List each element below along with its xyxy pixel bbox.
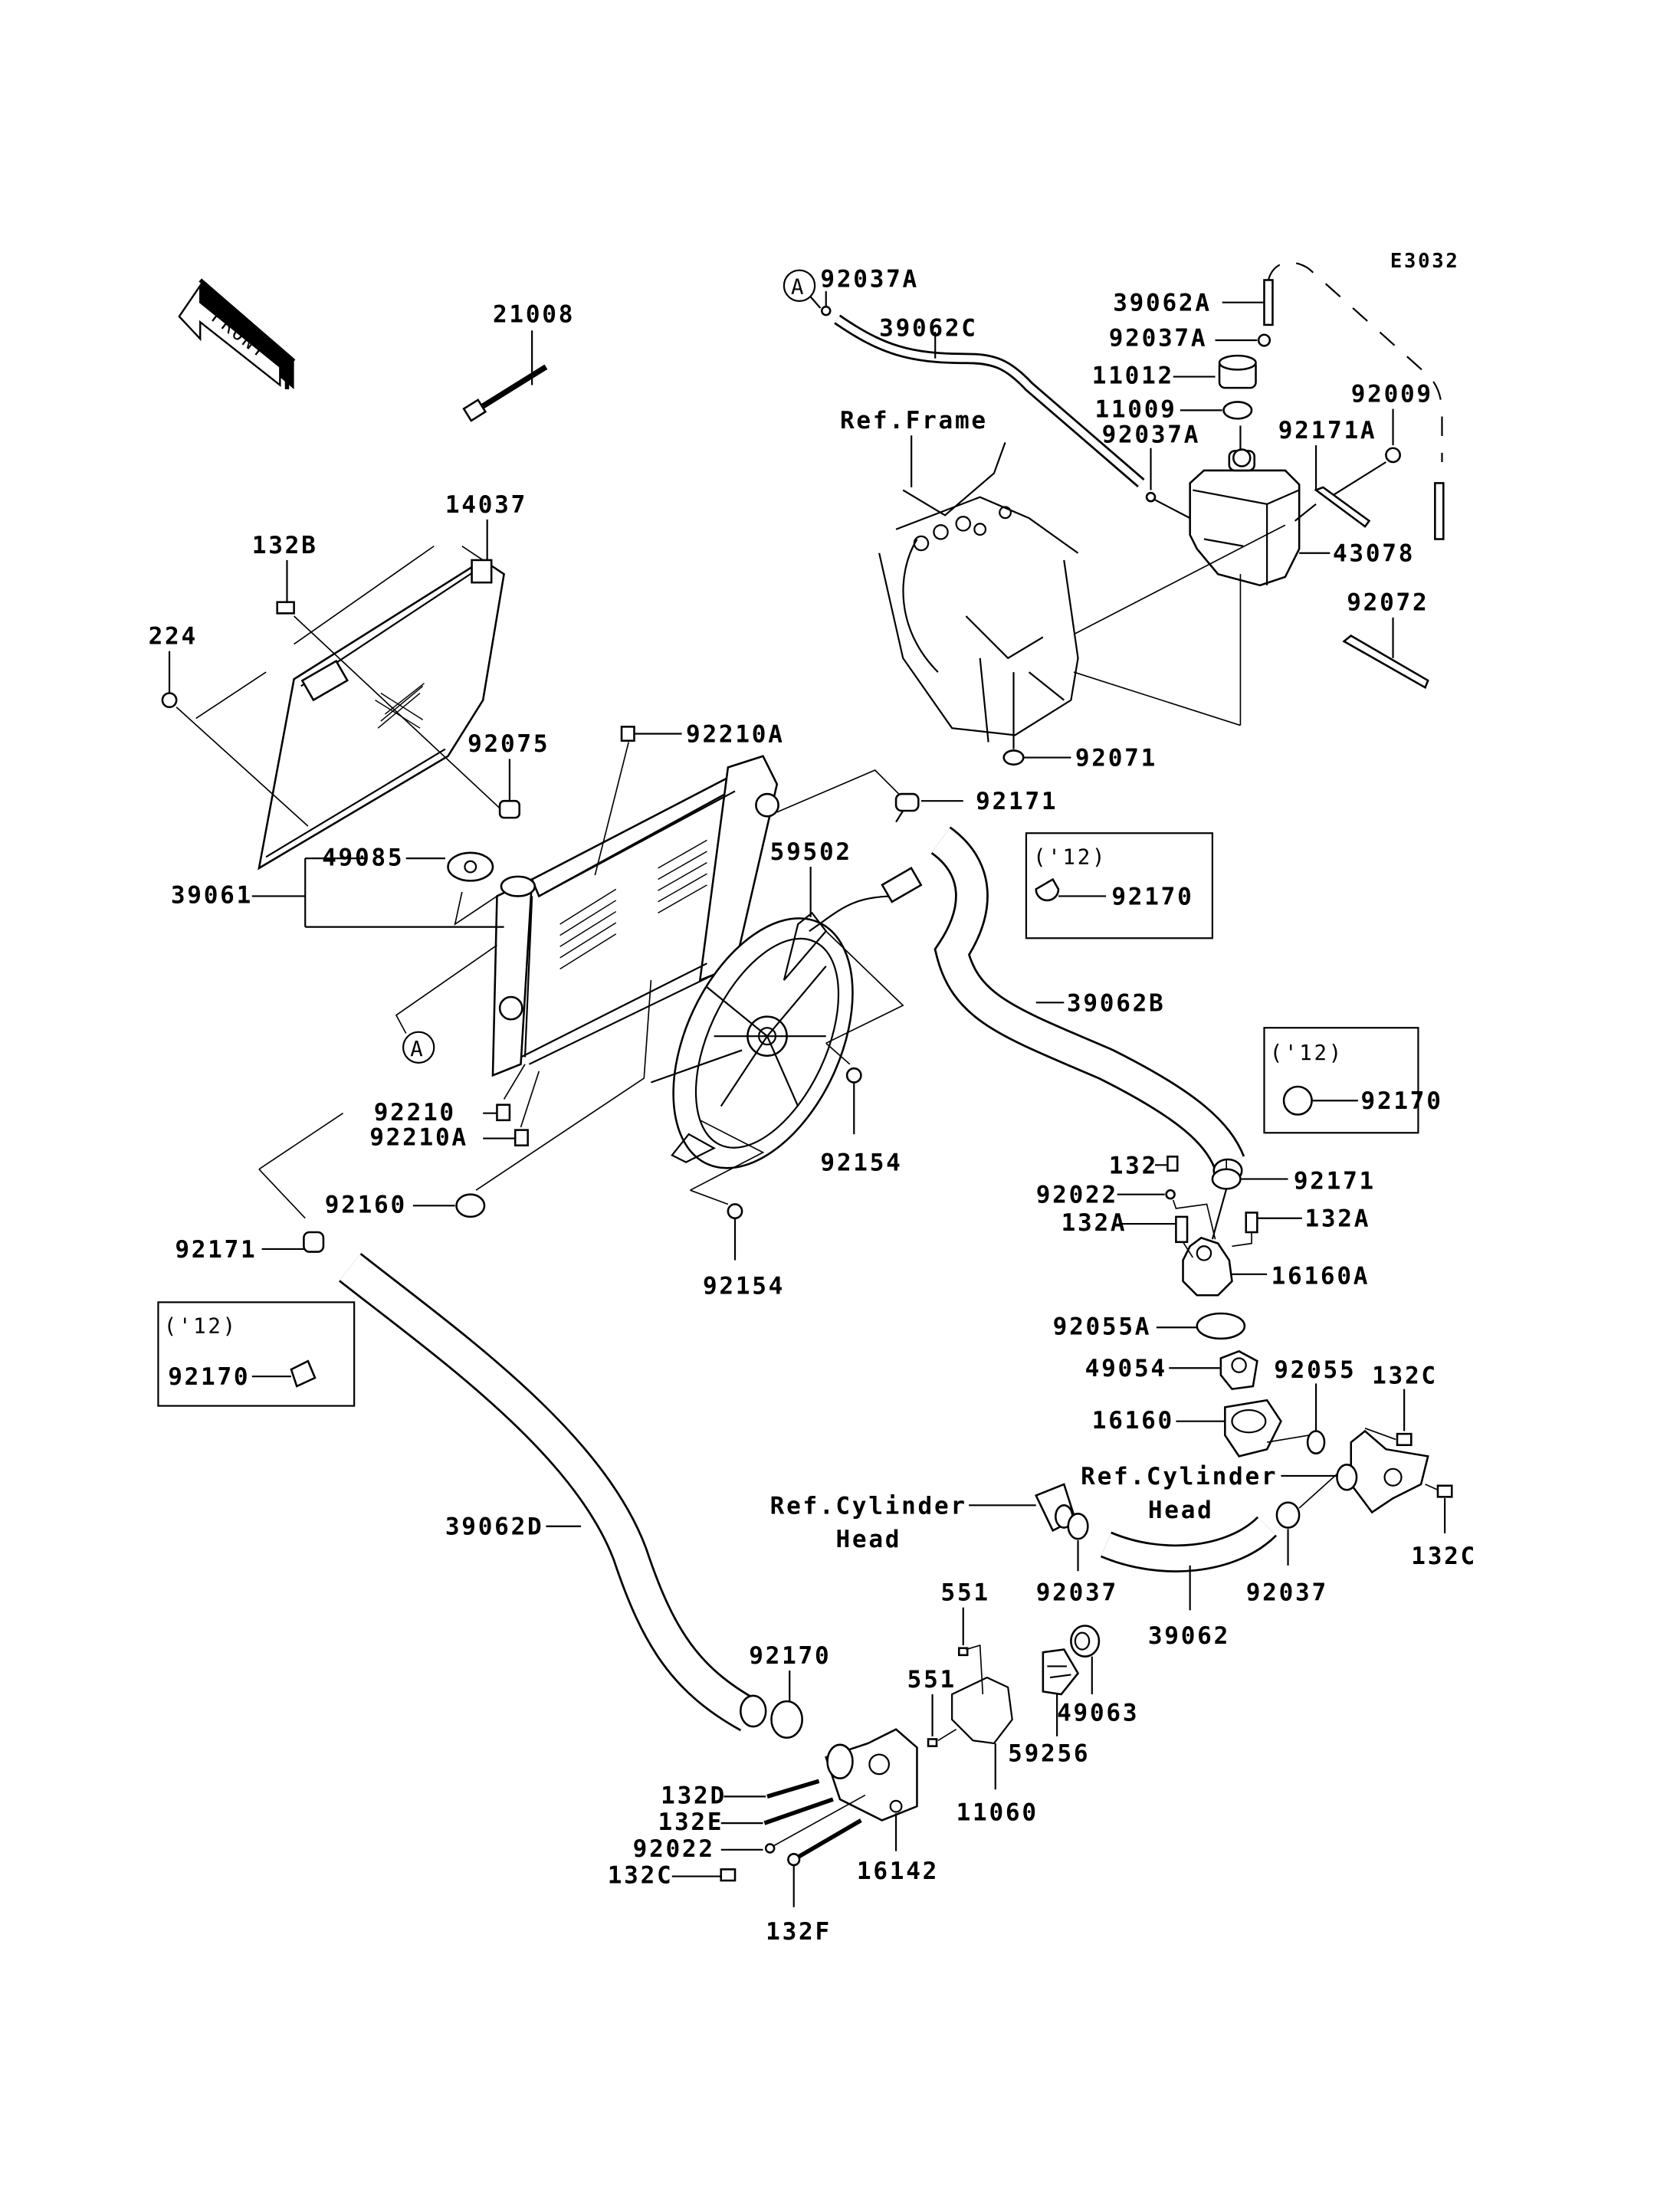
label-92171-a: 92171 bbox=[976, 788, 1058, 815]
label-11009: 11009 bbox=[1094, 396, 1176, 424]
label-49054: 49054 bbox=[1085, 1355, 1167, 1382]
label-132B: 132B bbox=[252, 532, 318, 559]
label-92170-lower: 92170 bbox=[749, 1642, 831, 1670]
ref-marker-a-radiator-label: A bbox=[410, 1038, 425, 1061]
ref-marker-a-top bbox=[783, 269, 816, 302]
label-92210A-bottom: 92210A bbox=[369, 1124, 468, 1152]
label-92022-lower: 92022 bbox=[633, 1835, 715, 1863]
diagram-code: E3032 bbox=[1390, 250, 1460, 273]
year-box-3-label: ('12) bbox=[164, 1315, 238, 1339]
label-92160: 92160 bbox=[325, 1191, 407, 1218]
label-92037-right: 92037 bbox=[1246, 1579, 1328, 1607]
label-39062C: 39062C bbox=[879, 315, 978, 343]
label-92210: 92210 bbox=[374, 1099, 456, 1126]
part-16142-pump-body bbox=[825, 1728, 918, 1822]
label-132C-lower: 132C bbox=[608, 1862, 674, 1890]
label-16160A: 16160A bbox=[1271, 1263, 1370, 1290]
label-21008: 21008 bbox=[493, 300, 575, 328]
ref-cyl-right-line2: Head bbox=[1148, 1497, 1214, 1524]
label-92170-box1: 92170 bbox=[1111, 883, 1193, 910]
part-59256-impeller bbox=[1042, 1648, 1080, 1696]
label-92037A-c: 92037A bbox=[1109, 324, 1208, 352]
ref-marker-a-radiator bbox=[402, 1031, 435, 1064]
year-box-1-label: ('12) bbox=[1033, 845, 1107, 869]
ref-cyl-left-line1: Ref.Cylinder bbox=[770, 1492, 967, 1520]
ref-cyl-left-line2: Head bbox=[836, 1526, 902, 1553]
label-14037: 14037 bbox=[445, 491, 527, 519]
part-11060-gasket bbox=[937, 1676, 1013, 1745]
label-49063: 49063 bbox=[1057, 1700, 1139, 1727]
label-92071: 92071 bbox=[1075, 745, 1157, 772]
part-21008-sensor bbox=[462, 330, 548, 422]
label-132E: 132E bbox=[658, 1808, 724, 1836]
label-92154-b: 92154 bbox=[703, 1272, 785, 1300]
ref-frame-label: Ref.Frame bbox=[840, 407, 988, 434]
part-14037-screen bbox=[258, 559, 505, 871]
ref-marker-a-top-label: A bbox=[791, 276, 806, 300]
label-39062B: 39062B bbox=[1067, 989, 1166, 1017]
label-92170-box2: 92170 bbox=[1361, 1087, 1443, 1115]
label-92171-c: 92171 bbox=[1294, 1167, 1376, 1195]
part-39061-radiator bbox=[491, 755, 779, 1077]
front-arrow-icon: FRONT bbox=[178, 278, 296, 389]
year-box-3: ('12) 92170 bbox=[157, 1301, 356, 1407]
label-551-b: 551 bbox=[907, 1666, 956, 1694]
label-224: 224 bbox=[149, 623, 198, 651]
label-132: 132 bbox=[1109, 1152, 1158, 1179]
label-92170-box3: 92170 bbox=[168, 1363, 250, 1391]
label-132C-upper: 132C bbox=[1372, 1362, 1438, 1389]
label-132D: 132D bbox=[661, 1782, 727, 1810]
label-132A-right: 132A bbox=[1304, 1205, 1370, 1233]
label-39062D: 39062D bbox=[445, 1513, 544, 1541]
label-92037A-b: 92037A bbox=[1102, 421, 1201, 448]
label-16142: 16142 bbox=[857, 1858, 939, 1885]
part-59502-fan bbox=[651, 867, 923, 1169]
label-92055: 92055 bbox=[1274, 1356, 1356, 1384]
label-39061: 39061 bbox=[171, 882, 253, 910]
ref-cyl-right-line1: Ref.Cylinder bbox=[1081, 1463, 1278, 1490]
frame-bracket bbox=[878, 442, 1079, 743]
label-132F: 132F bbox=[766, 1918, 832, 1946]
part-16160A-cover bbox=[1182, 1236, 1233, 1297]
label-49085: 49085 bbox=[322, 844, 404, 871]
part-thermostat-housing bbox=[1336, 1429, 1429, 1514]
part-43078-reservoir bbox=[1189, 448, 1331, 587]
label-43078: 43078 bbox=[1333, 540, 1415, 568]
label-551-a: 551 bbox=[941, 1579, 990, 1607]
label-92022-upper: 92022 bbox=[1036, 1182, 1118, 1209]
label-92075: 92075 bbox=[468, 730, 550, 758]
label-92154-a: 92154 bbox=[820, 1149, 902, 1177]
part-92171-clamp-a bbox=[894, 792, 920, 823]
year-box-1: ('12) 92170 bbox=[1025, 832, 1213, 939]
label-92055A: 92055A bbox=[1053, 1313, 1152, 1340]
label-92037A-a: 92037A bbox=[820, 266, 919, 293]
year-box-2: ('12) 92170 bbox=[1263, 1027, 1443, 1134]
label-132A-left: 132A bbox=[1061, 1209, 1127, 1237]
label-92210A-top: 92210A bbox=[686, 720, 785, 748]
label-16160: 16160 bbox=[1092, 1407, 1174, 1435]
label-39062: 39062 bbox=[1148, 1622, 1230, 1650]
label-39062A: 39062A bbox=[1113, 290, 1212, 317]
label-11060: 11060 bbox=[956, 1799, 1039, 1826]
label-92009: 92009 bbox=[1351, 380, 1433, 408]
label-132C-right: 132C bbox=[1411, 1543, 1477, 1570]
label-59502: 59502 bbox=[770, 838, 852, 866]
label-11012: 11012 bbox=[1092, 362, 1174, 390]
label-92171A: 92171A bbox=[1278, 417, 1377, 444]
label-92171-b: 92171 bbox=[175, 1236, 257, 1264]
year-box-2-label: ('12) bbox=[1270, 1041, 1344, 1065]
label-92037-left: 92037 bbox=[1036, 1579, 1118, 1607]
label-92072: 92072 bbox=[1347, 589, 1429, 617]
label-59256: 59256 bbox=[1008, 1740, 1090, 1768]
